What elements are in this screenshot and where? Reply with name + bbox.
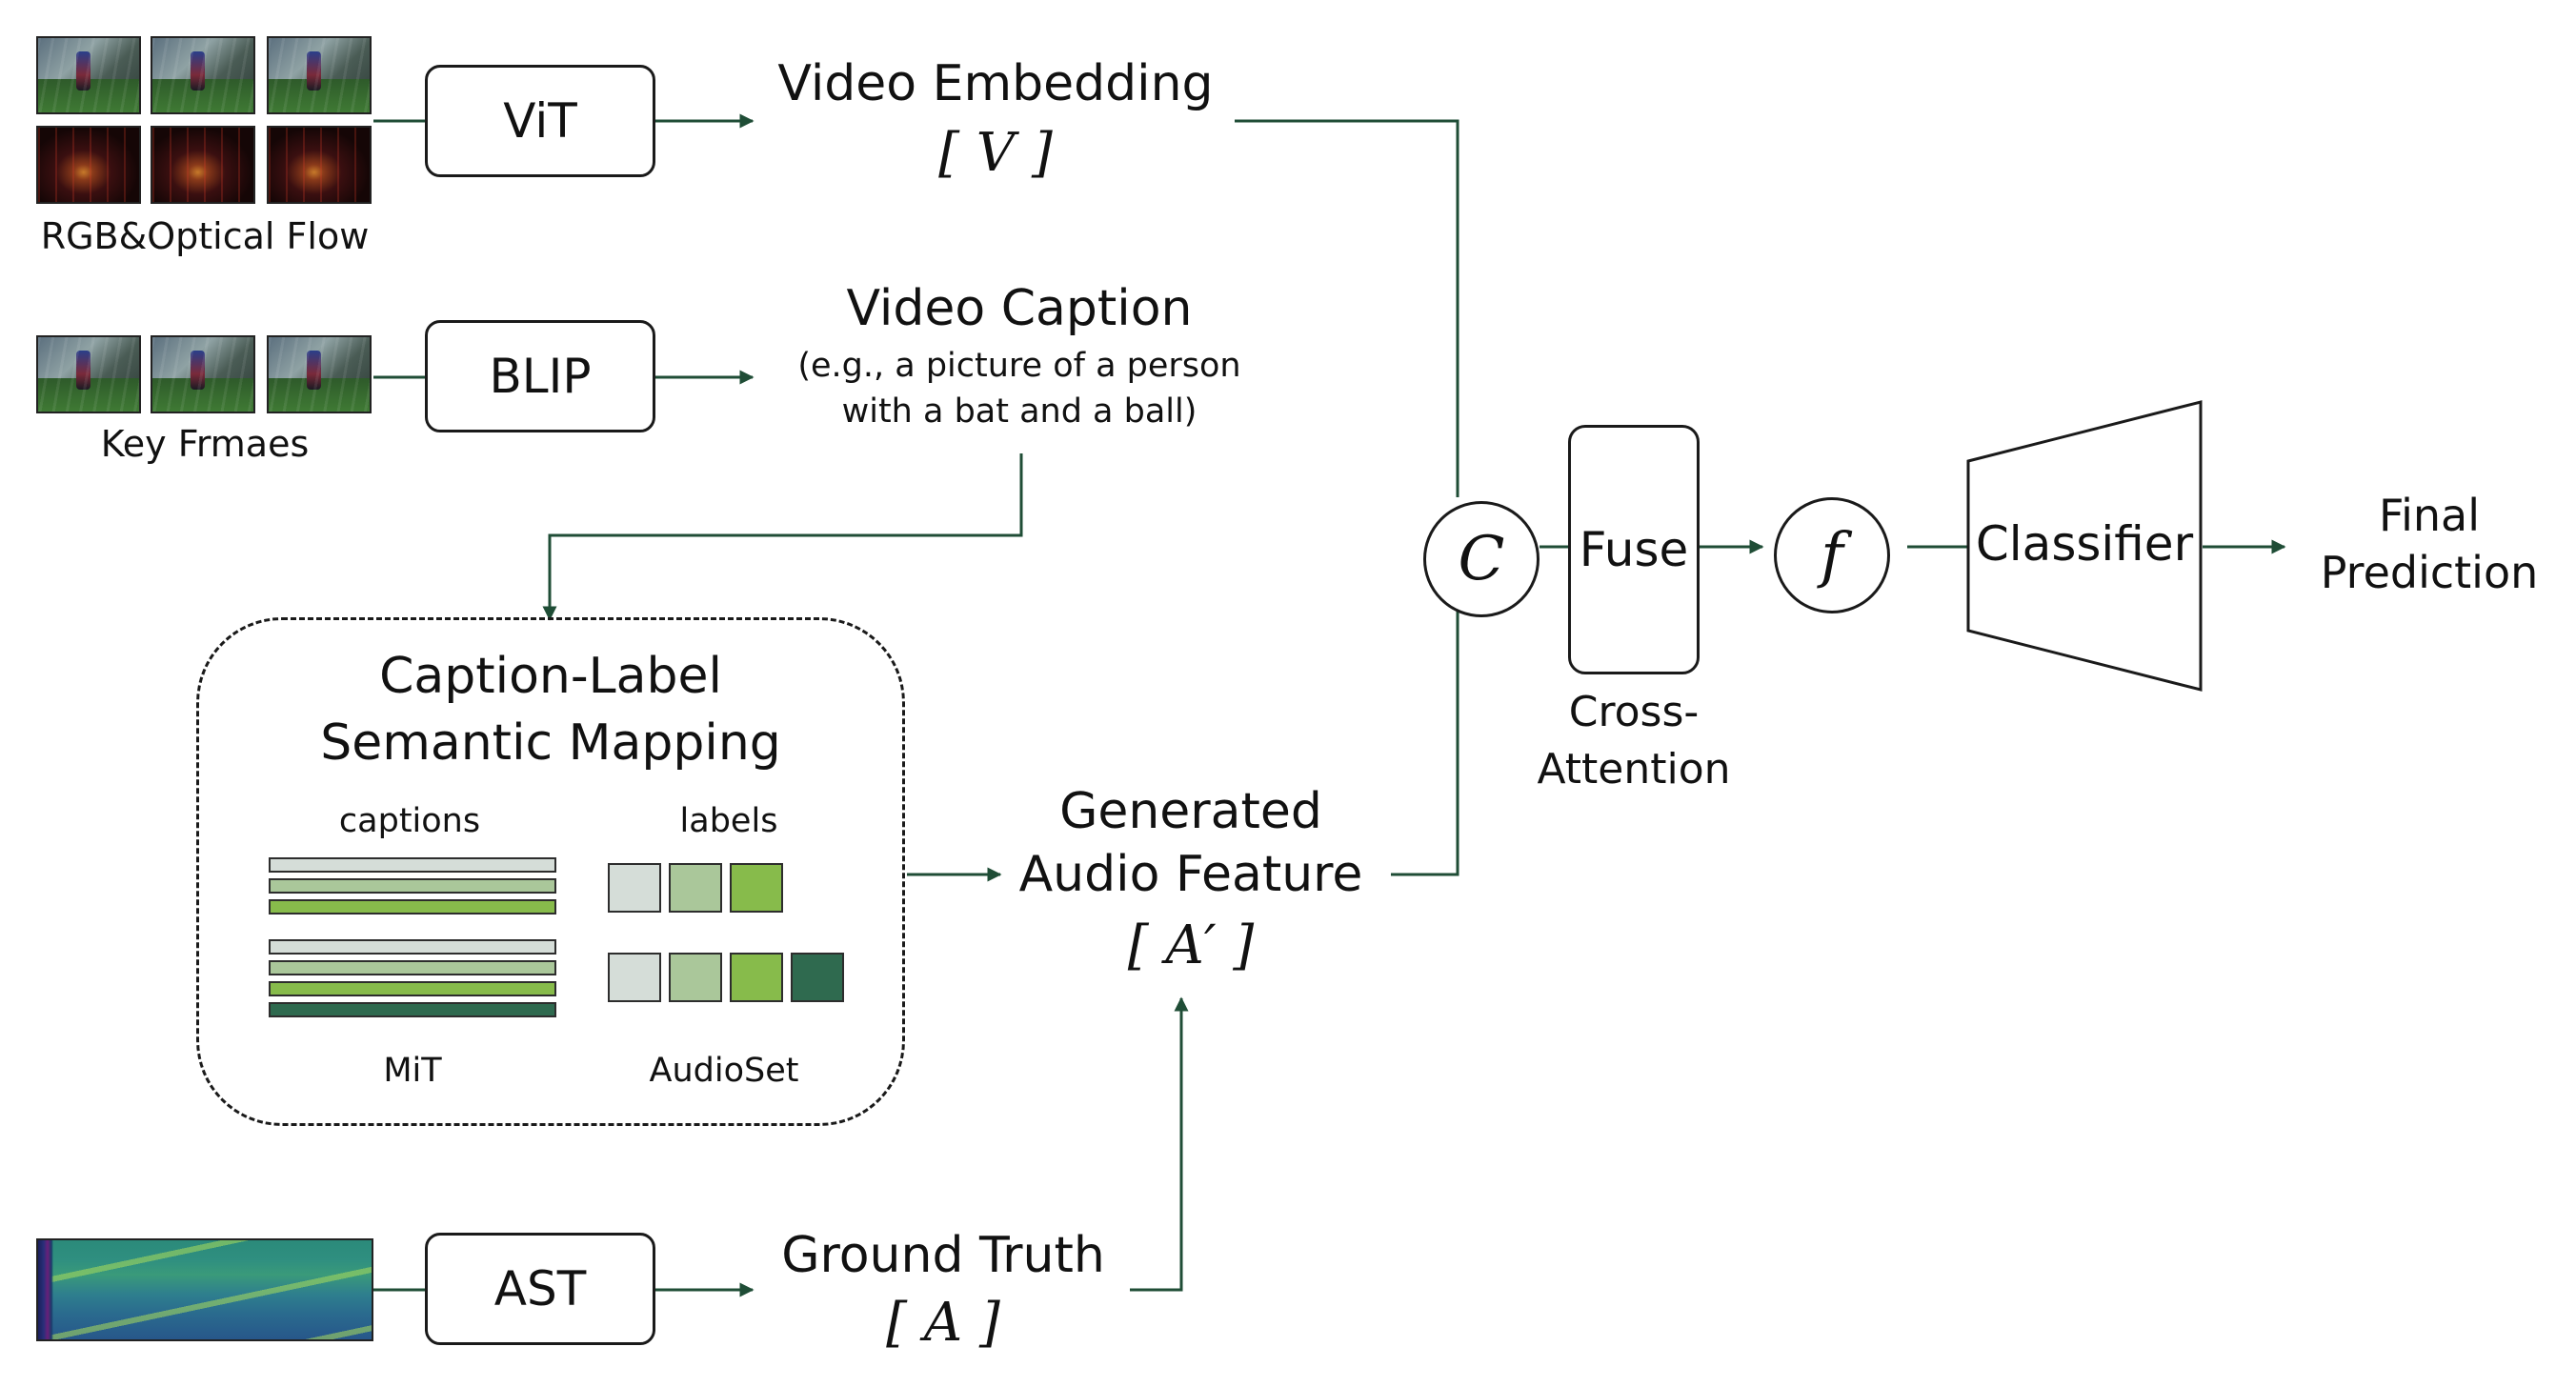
flow-frame-3	[267, 126, 372, 204]
video-caption-example-1: (e.g., a picture of a person	[797, 347, 1241, 385]
caption-bar	[269, 899, 556, 915]
label-square	[608, 953, 661, 1002]
classifier-label: Classifier	[1975, 516, 2194, 572]
fuse-box: Fuse	[1568, 425, 1700, 674]
fuse-caption-line2: Attention	[1537, 745, 1731, 794]
arrow-groundtruth-to-audio	[1130, 996, 1189, 1292]
rgb-frame-2	[151, 36, 255, 114]
fuse-caption-line1: Cross-	[1568, 688, 1700, 736]
caption-bar	[269, 857, 556, 873]
video-embedding-title: Video Embedding	[777, 55, 1214, 112]
concat-operator: C	[1423, 501, 1540, 617]
rgb-frame-1	[36, 36, 141, 114]
caption-bar	[269, 981, 556, 996]
label-square	[669, 953, 722, 1002]
classifier-trapezoid	[1966, 400, 2203, 692]
generated-audio-line2: Audio Feature	[1018, 846, 1363, 903]
key-frame-1	[36, 335, 141, 413]
caption-bar	[269, 939, 556, 955]
vit-box: ViT	[425, 65, 655, 177]
captions-label: captions	[338, 802, 481, 840]
key-frame-2	[151, 335, 255, 413]
video-caption-title: Video Caption	[846, 280, 1193, 337]
label-square	[791, 953, 844, 1002]
label-square	[730, 863, 783, 913]
final-prediction-line2: Prediction	[2320, 547, 2539, 598]
wire-audio-to-concat	[1391, 598, 1459, 876]
rgb-flow-label: RGB&Optical Flow	[40, 215, 370, 257]
generated-audio-symbol: [ A′ ]	[1127, 915, 1255, 976]
flow-frame-1	[36, 126, 141, 204]
label-square	[669, 863, 722, 913]
caption-label-mapping-box	[196, 617, 905, 1126]
labels-label: labels	[679, 802, 778, 840]
ground-truth-title: Ground Truth	[781, 1227, 1105, 1284]
caption-bar	[269, 960, 556, 975]
flow-frame-2	[151, 126, 255, 204]
caption-bar	[269, 878, 556, 894]
ast-box: AST	[425, 1233, 655, 1345]
video-embedding-symbol: [ V ]	[938, 122, 1053, 184]
arrow-caption-to-mapping	[542, 453, 1023, 621]
ground-truth-symbol: [ A ]	[886, 1292, 1000, 1354]
caption-bar	[269, 1002, 556, 1017]
rgb-frame-3	[267, 36, 372, 114]
function-operator: f	[1774, 497, 1890, 613]
label-square	[730, 953, 783, 1002]
video-caption-example-2: with a bat and a ball)	[841, 392, 1197, 431]
audioset-label: AudioSet	[649, 1052, 799, 1090]
audio-spectrogram	[36, 1238, 373, 1341]
blip-box: BLIP	[425, 320, 655, 432]
mit-label: MiT	[383, 1052, 442, 1090]
key-frames-label: Key Frmaes	[100, 423, 310, 465]
key-frame-3	[267, 335, 372, 413]
mapping-title-line1: Caption-Label	[379, 648, 722, 705]
mapping-title-line2: Semantic Mapping	[320, 714, 781, 772]
wire-embedding-to-concat	[1235, 119, 1459, 497]
final-prediction-line1: Final	[2378, 490, 2480, 541]
generated-audio-line1: Generated	[1059, 783, 1322, 840]
label-square	[608, 863, 661, 913]
